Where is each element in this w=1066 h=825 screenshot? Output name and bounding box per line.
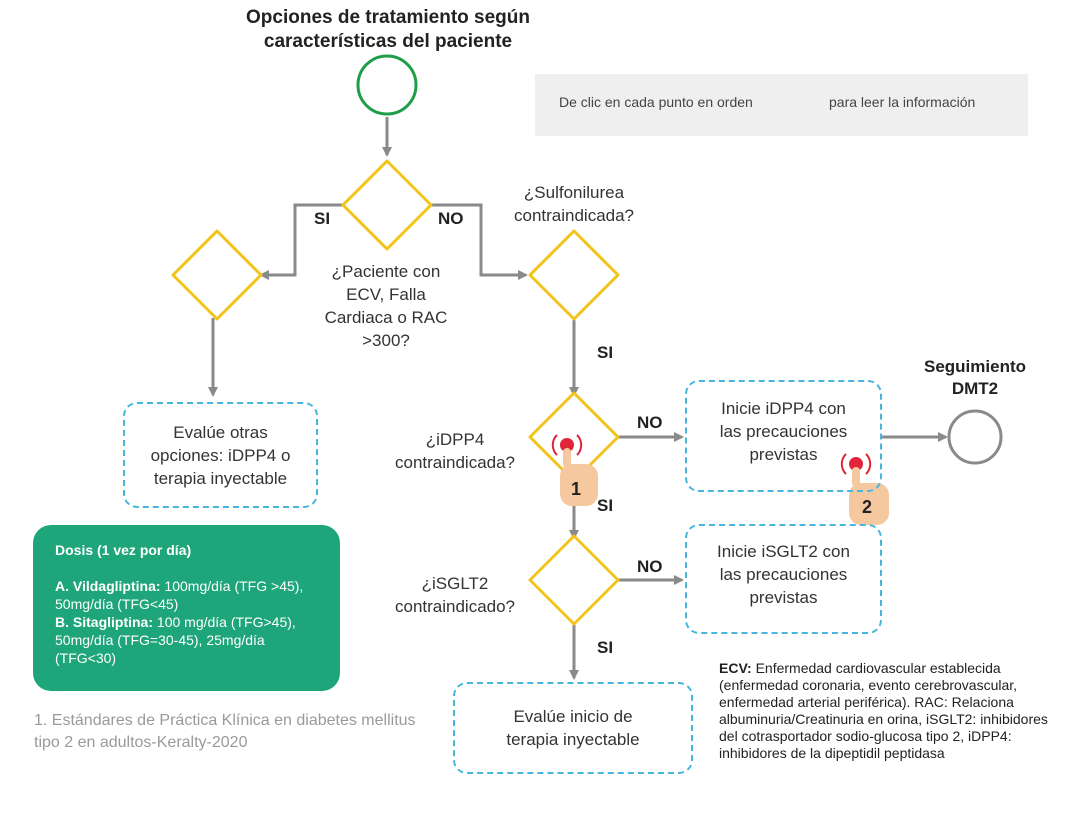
hotspot-2[interactable] — [840, 453, 889, 525]
connector-q1-si — [259, 203, 343, 280]
branch-label-si: SI — [597, 496, 614, 515]
decision-isglt2-diamond — [528, 534, 620, 626]
tap-hand-icon — [560, 448, 598, 506]
box-inicie-idpp4: Inicie iDPP4 con las precauciones previs… — [685, 380, 882, 492]
decision-sulfo-diamond — [528, 229, 620, 321]
box-evalue-otras-opciones: Evalúe otras opciones: iDPP4 o terapia i… — [123, 402, 318, 508]
connector-q1-no — [431, 203, 528, 280]
reference-note: 1. Estándares de Práctica Klínica en dia… — [34, 712, 416, 751]
box-inicie-isglt2: Inicie iSGLT2 con las precauciones previ… — [685, 524, 882, 634]
instruction-banner: De clic en cada punto en orden para leer… — [535, 74, 1028, 136]
question-idpp4: ¿iDPP4 contraindicada? — [394, 430, 516, 472]
tap-hand-icon — [849, 467, 889, 525]
hotspot-number-2[interactable]: 2 — [862, 497, 873, 517]
hotspot-1[interactable] — [551, 434, 598, 506]
dose-item-a: A. Vildagliptina: 100mg/día (TFG >45), 5… — [55, 578, 304, 612]
question-isglt2: ¿iSGLT2 contraindicado? — [394, 574, 516, 616]
question-sulfonilurea: ¿Sulfonilurea contraindicada? — [513, 183, 635, 225]
branch-label-si: SI — [314, 209, 331, 228]
end-label-seguimiento: Seguimiento DMT2 — [923, 357, 1026, 398]
dose-card: Dosis (1 vez por día) A. Vildagliptina: … — [33, 525, 340, 691]
question-ecv: ¿Paciente con ECV, Falla Cardiaca o RAC … — [324, 262, 448, 350]
dose-item-b: B. Sitagliptina: 100 mg/día (TFG>45), 50… — [55, 614, 296, 666]
title-line-2: características del paciente — [263, 31, 513, 52]
hotspot-number-1[interactable]: 1 — [571, 479, 582, 499]
box-evalue-inicio-terapia: Evalúe inicio de terapia inyectable — [453, 682, 693, 774]
branch-label-si: SI — [597, 638, 614, 657]
instruction-text-before: De clic en cada punto en orden — [559, 94, 753, 110]
branch-label-si: SI — [597, 343, 614, 362]
page-title: Opciones de tratamiento según caracterís… — [200, 6, 576, 54]
decision-left-diamond — [171, 229, 263, 321]
branch-label-no: NO — [637, 557, 663, 576]
end-node — [947, 409, 1003, 465]
branch-label-no: NO — [438, 209, 464, 228]
instruction-text-after: para leer la información — [829, 94, 976, 110]
branch-label-no: NO — [637, 413, 663, 432]
dose-title: Dosis (1 vez por día) — [55, 542, 192, 558]
start-node — [356, 54, 418, 116]
title-line-1: Opciones de tratamiento según — [246, 7, 530, 28]
abbreviations-legend: ECV: Enfermedad cardiovascular estableci… — [719, 660, 1048, 761]
decision-ecv-diamond — [341, 159, 433, 251]
